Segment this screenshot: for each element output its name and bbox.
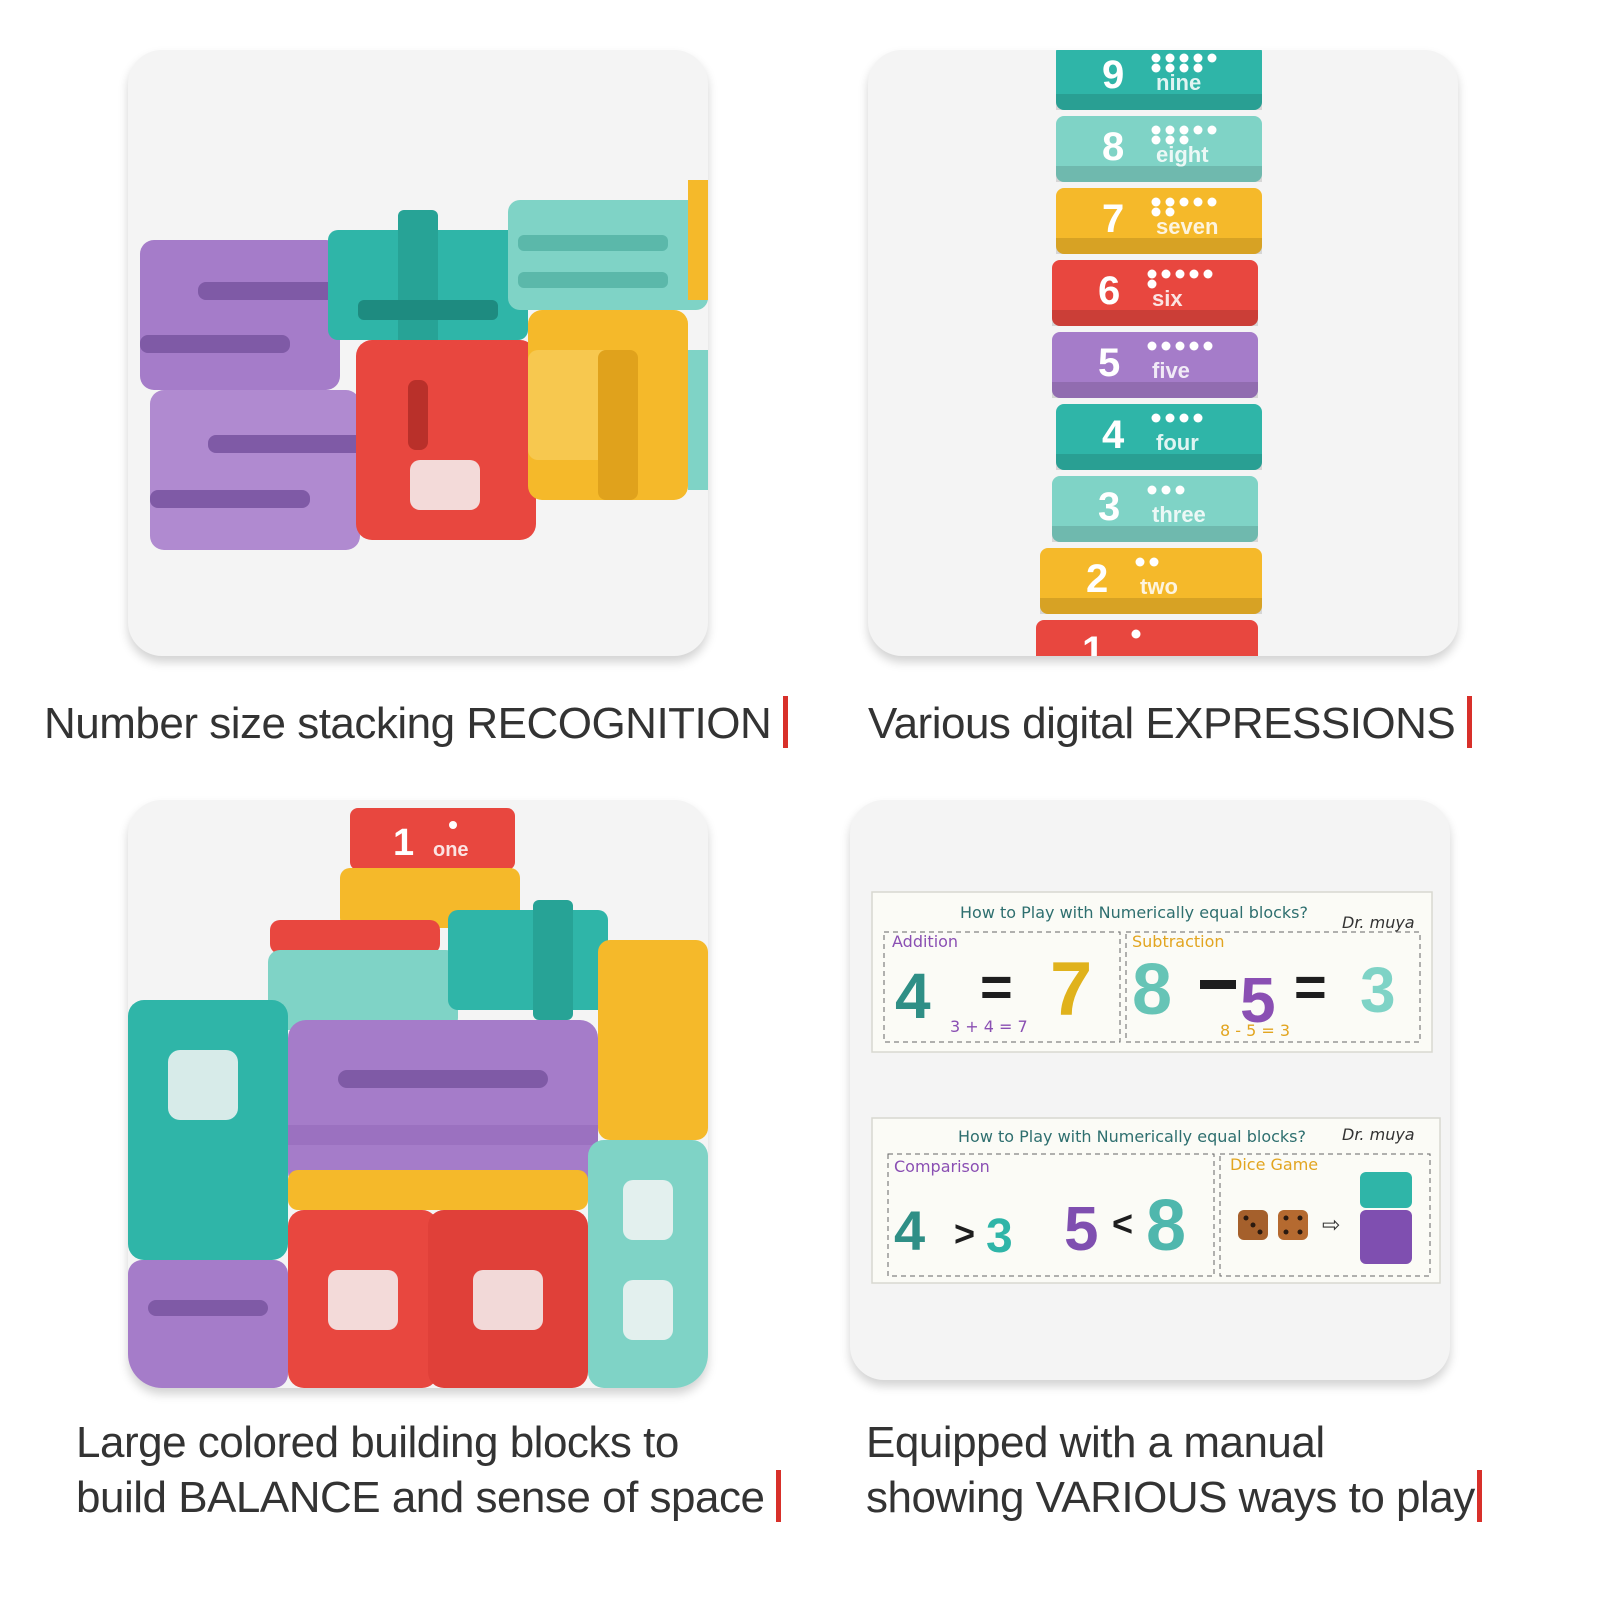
tower-number: 9 (1102, 53, 1124, 97)
block-word-one: one (433, 839, 469, 861)
red-flat-block (270, 920, 440, 954)
card-title: How to Play with Numerically equal block… (958, 1127, 1306, 1146)
tower-word: nine (1156, 70, 1201, 95)
subtraction-equation: 8 - 5 = 3 (1220, 1021, 1290, 1040)
red-one-block: 1 one (350, 808, 515, 870)
tower-block-7: 7 seven (1056, 188, 1262, 254)
mint-eight-block (588, 1140, 708, 1388)
accent-bar (1467, 696, 1473, 748)
caption-line-1: Large colored building blocks to (76, 1418, 679, 1467)
number-tower-illustration: 9 nine 8 eight 7 seven 6 six 5 five 4 four 3 three 2 tw… (1036, 50, 1262, 656)
arrow-right-icon: ⇨ (1322, 1212, 1340, 1237)
yellow-seven-block (598, 940, 708, 1140)
caption-manual-ways: Equipped with a manual showing VARIOUS w… (866, 1416, 1482, 1525)
less-than-sign: < (1112, 1203, 1133, 1244)
tower-number: 4 (1102, 413, 1125, 457)
tower-number: 1 (1082, 629, 1104, 656)
caption-text: Various digital EXPRESSIONS (868, 699, 1456, 748)
digit-seven: 7 (1050, 947, 1092, 1032)
tower-number: 3 (1098, 485, 1120, 529)
tower-block-9: 9 nine (1056, 50, 1262, 110)
tower-block-8: 8 eight (1056, 116, 1262, 182)
balance-blocks-illustration: 1 one (128, 808, 708, 1388)
teal-nine-block (128, 1000, 288, 1260)
tower-number: 5 (1098, 341, 1120, 385)
manual-card-addition-subtraction: How to Play with Numerically equal block… (871, 891, 1433, 1053)
manual-cards-illustration: How to Play with Numerically equal block… (871, 891, 1441, 1284)
digit-four: 4 (894, 1199, 925, 1262)
mint-three-block (268, 950, 458, 1030)
photo-number-stacking (128, 50, 708, 656)
tower-word: four (1156, 430, 1199, 455)
subtraction-label: Subtraction (1132, 932, 1225, 951)
caption-number-recognition: Number size stacking RECOGNITION (44, 696, 789, 751)
mint-three-block (508, 200, 708, 310)
tower-block-2: 2 two (1040, 548, 1262, 614)
purple-five-block-lower (150, 390, 368, 550)
teal-four-block (448, 900, 608, 1020)
comparison-label: Comparison (894, 1157, 990, 1176)
brand-logo: Dr. muya (1342, 913, 1415, 932)
accent-bar (776, 1470, 782, 1522)
purple-five-block (128, 1260, 288, 1388)
red-six-blocks (288, 1210, 588, 1388)
block-number-one: 1 (393, 822, 414, 864)
tower-word: two (1140, 574, 1178, 599)
caption-line-2: build BALANCE and sense of space (76, 1473, 765, 1522)
addition-equation: 3 + 4 = 7 (950, 1017, 1028, 1036)
tower-block-6: 6 six (1052, 260, 1258, 326)
yellow-thin-block (288, 1170, 588, 1210)
digit-eight: 8 (1146, 1186, 1186, 1266)
greater-than-sign: > (954, 1213, 975, 1254)
tower-number: 2 (1086, 557, 1108, 601)
manual-card-comparison-dice: How to Play with Numerically equal block… (871, 1117, 1441, 1284)
photo-balance-stacking: 1 one (128, 800, 708, 1388)
caption-line-2: showing VARIOUS ways to play (866, 1473, 1475, 1522)
equals-sign: = (980, 955, 1013, 1018)
tower-number: 8 (1102, 125, 1124, 169)
addition-label: Addition (892, 932, 958, 951)
number-blocks-illustration (140, 180, 708, 550)
teal-four-block (328, 210, 528, 360)
dice-icon (1238, 1210, 1308, 1240)
digit-five: 5 (1064, 1195, 1098, 1264)
tower-word: seven (1156, 214, 1218, 239)
photo-instruction-manual: How to Play with Numerically equal block… (850, 800, 1450, 1380)
digit-five: 5 (1240, 964, 1276, 1036)
tower-word: six (1152, 286, 1183, 311)
tower-block-4: 4 four (1056, 404, 1262, 470)
tower-block-3: 3 three (1052, 476, 1258, 542)
caption-text: Number size stacking RECOGNITION (44, 699, 772, 748)
card-title: How to Play with Numerically equal block… (960, 903, 1308, 922)
photo-number-tower: 9 nine 8 eight 7 seven 6 six 5 five 4 four 3 three 2 tw… (868, 50, 1458, 656)
tower-block-5: 5 five (1052, 332, 1258, 398)
caption-digital-expressions: Various digital EXPRESSIONS (868, 696, 1473, 751)
digit-four: 4 (895, 960, 931, 1032)
digit-three: 3 (1360, 954, 1396, 1026)
caption-balance-space: Large colored building blocks to build B… (76, 1416, 782, 1525)
digit-three: 3 (986, 1210, 1013, 1263)
tower-word: three (1152, 502, 1206, 527)
yellow-seven-block (528, 310, 688, 500)
tower-number: 7 (1102, 197, 1124, 241)
tower-block-1: 1 (1036, 620, 1258, 656)
purple-zero-block (288, 1020, 598, 1190)
stacked-blocks-icon (1360, 1172, 1412, 1264)
accent-bar (783, 696, 789, 748)
tower-word: eight (1156, 142, 1209, 167)
brand-logo: Dr. muya (1342, 1125, 1415, 1144)
digit-eight: 8 (1132, 950, 1172, 1030)
caption-line-1: Equipped with a manual (866, 1418, 1325, 1467)
tower-word: five (1152, 358, 1190, 383)
red-six-block (356, 340, 536, 540)
purple-five-block-upper (140, 240, 348, 390)
tower-number: 6 (1098, 269, 1120, 313)
accent-bar (1476, 1470, 1482, 1522)
equals-sign-2: = (1294, 955, 1327, 1018)
minus-sign (1200, 980, 1236, 989)
dice-game-label: Dice Game (1230, 1155, 1318, 1174)
